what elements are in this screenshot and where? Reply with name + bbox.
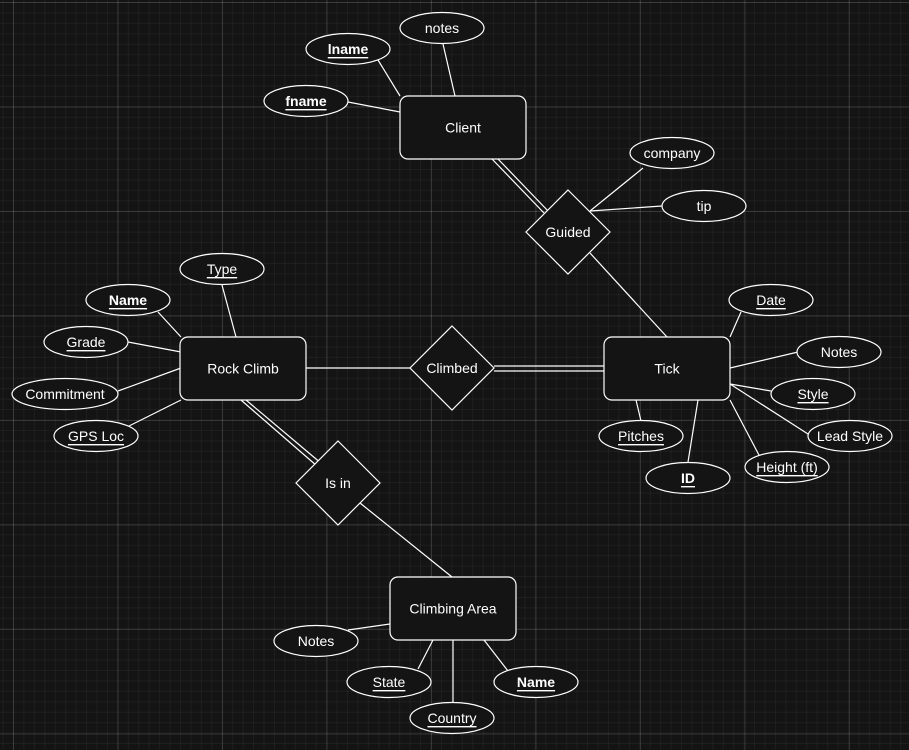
attribute-label: State xyxy=(373,674,406,690)
relationship-guided[interactable]: Guided xyxy=(525,189,611,275)
attribute-tick-lead-style[interactable]: Lead Style xyxy=(807,419,893,453)
attribute-label: notes xyxy=(425,20,459,36)
attribute-tick-pitches[interactable]: Pitches xyxy=(598,419,684,453)
attribute-area-state[interactable]: State xyxy=(346,665,432,699)
attribute-rock-climb-name[interactable]: Name xyxy=(85,283,171,317)
attribute-tick-notes[interactable]: Notes xyxy=(796,335,882,369)
attribute-area-country[interactable]: Country xyxy=(409,701,495,735)
attribute-client-fname[interactable]: fname xyxy=(263,84,349,118)
relationship-label: Climbed xyxy=(426,360,477,376)
entity-client[interactable]: Client xyxy=(399,95,527,160)
attribute-area-notes[interactable]: Notes xyxy=(273,624,359,658)
entity-rock-climb[interactable]: Rock Climb xyxy=(179,336,307,401)
attribute-rock-climb-commitment[interactable]: Commitment xyxy=(11,377,119,411)
attribute-tick-style[interactable]: Style xyxy=(770,377,856,411)
attribute-label: GPS Loc xyxy=(68,428,124,444)
entity-tick[interactable]: Tick xyxy=(603,336,731,401)
entity-climbing-area[interactable]: Climbing Area xyxy=(389,576,517,641)
attribute-label: Commitment xyxy=(25,386,104,402)
attribute-tick-height[interactable]: Height (ft) xyxy=(744,450,830,484)
entity-label: Rock Climb xyxy=(207,361,279,377)
attribute-label: Style xyxy=(797,386,828,402)
relationship-climbed[interactable]: Climbed xyxy=(409,325,495,411)
attribute-label: Name xyxy=(517,674,555,690)
attribute-guided-company[interactable]: company xyxy=(629,136,715,170)
attribute-label: Pitches xyxy=(618,428,664,444)
attribute-label: fname xyxy=(285,93,326,109)
attribute-label: Date xyxy=(756,292,786,308)
attribute-label: lname xyxy=(328,41,369,57)
entity-label: Climbing Area xyxy=(409,601,496,617)
attribute-label: Type xyxy=(207,261,238,277)
attribute-label: Country xyxy=(427,710,476,726)
entity-label: Tick xyxy=(654,361,680,377)
attribute-guided-tip[interactable]: tip xyxy=(661,189,747,223)
relationship-is-in[interactable]: Is in xyxy=(295,440,381,526)
entity-label: Client xyxy=(445,120,481,136)
connectors xyxy=(117,43,809,702)
attribute-label: Grade xyxy=(67,334,106,350)
attribute-client-notes[interactable]: notes xyxy=(399,11,485,45)
attribute-label: ID xyxy=(681,470,695,486)
attribute-rock-climb-grade[interactable]: Grade xyxy=(43,325,129,359)
attribute-label: Notes xyxy=(821,344,858,360)
attribute-label: company xyxy=(644,145,701,161)
attribute-rock-climb-gps-loc[interactable]: GPS Loc xyxy=(53,419,139,453)
attribute-client-lname[interactable]: lname xyxy=(305,32,391,66)
attribute-label: Notes xyxy=(298,633,335,649)
attribute-label: Name xyxy=(109,292,147,308)
attribute-label: Height (ft) xyxy=(756,459,817,475)
relationship-label: Guided xyxy=(545,224,590,240)
attribute-label: Lead Style xyxy=(817,428,883,444)
attribute-tick-id[interactable]: ID xyxy=(645,461,731,495)
attribute-rock-climb-type[interactable]: Type xyxy=(179,252,265,286)
attribute-tick-date[interactable]: Date xyxy=(728,283,814,317)
attribute-area-name[interactable]: Name xyxy=(493,665,579,699)
relationship-label: Is in xyxy=(325,475,351,491)
attribute-label: tip xyxy=(697,198,712,214)
